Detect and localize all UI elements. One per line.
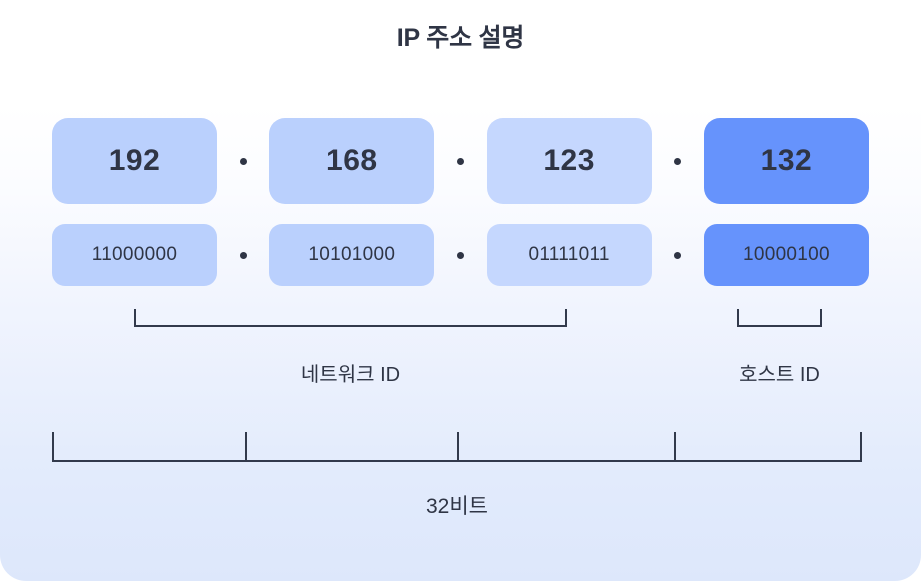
network-id-bracket: [134, 309, 567, 327]
dot-separator-binary-1: [239, 251, 247, 259]
octet-binary-4: 10000100: [703, 224, 869, 286]
dot-separator-binary-3: [674, 251, 682, 259]
octet-binary-1: 11000000: [52, 224, 217, 286]
ruler-tick-3: [674, 432, 676, 462]
network-id-label: 네트워크 ID: [300, 364, 401, 386]
ruler-tick-2: [457, 432, 459, 462]
bit-width-label: 32비트: [426, 495, 488, 518]
decimal-octet-row: 192 168 123 132: [52, 118, 869, 204]
octet-decimal-1: 192: [52, 118, 217, 204]
octet-binary-2: 10101000: [269, 224, 435, 286]
dot-separator-binary-2: [456, 251, 464, 259]
dot-separator-1: [239, 157, 247, 165]
dot-separator-2: [456, 157, 464, 165]
ruler-tick-1: [245, 432, 247, 462]
octet-decimal-4: 132: [703, 118, 869, 204]
dot-separator-3: [674, 157, 682, 165]
host-id-bracket: [737, 309, 822, 327]
octet-binary-3: 01111011: [486, 224, 652, 286]
binary-octet-row: 11000000 10101000 01111011 10000100: [52, 224, 869, 286]
host-id-label: 호스트 ID: [739, 364, 820, 386]
octet-decimal-2: 168: [269, 118, 435, 204]
bit-width-ruler: [52, 432, 862, 462]
octet-decimal-3: 123: [486, 118, 652, 204]
page-title: IP 주소 설명: [396, 24, 525, 52]
